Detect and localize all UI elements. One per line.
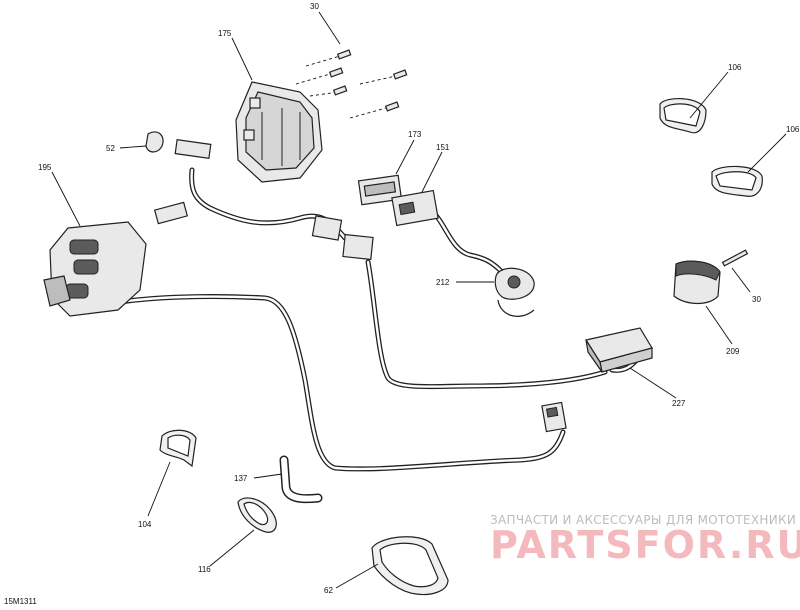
harness-connectors xyxy=(311,215,374,261)
callout-209: 209 xyxy=(726,347,740,356)
callout-104: 104 xyxy=(138,520,152,529)
part-173-connector xyxy=(357,174,403,206)
callout-227: 227 xyxy=(672,399,686,408)
part-137-tube xyxy=(279,455,323,504)
callout-151: 151 xyxy=(436,143,450,152)
watermark-tagline: ЗАПЧАСТИ И АКСЕССУАРЫ ДЛЯ МОТОТЕХНИКИ xyxy=(490,513,796,527)
drawing-code: 15M1311 xyxy=(4,597,37,606)
part-209-block xyxy=(673,260,721,305)
watermark: ЗАПЧАСТИ И АКСЕССУАРЫ ДЛЯ МОТОТЕХНИКИ PA… xyxy=(490,513,800,567)
part-212-socket xyxy=(494,267,535,317)
callout-106-top: 106 xyxy=(728,63,742,72)
connector-upper-left xyxy=(153,139,212,225)
callout-30-right: 30 xyxy=(752,295,761,304)
screws-30 xyxy=(295,49,408,119)
callout-106-bottom: 106 xyxy=(786,125,800,134)
part-104-bracket xyxy=(159,429,197,468)
screw-30-right xyxy=(721,249,749,267)
part-106-guard-top xyxy=(659,98,707,134)
part-175-housing xyxy=(235,81,323,183)
callout-173: 173 xyxy=(408,130,422,139)
part-195-switch xyxy=(43,221,147,317)
part-227-module xyxy=(585,327,653,373)
callout-116: 116 xyxy=(198,565,211,574)
part-52-clip xyxy=(145,131,164,153)
watermark-brand: PARTSFOR.RU xyxy=(490,523,800,567)
callout-175: 175 xyxy=(218,29,232,38)
callout-30-top: 30 xyxy=(310,2,319,11)
callout-137: 137 xyxy=(234,474,248,483)
part-106-guard-bottom xyxy=(711,165,763,197)
part-62-frame xyxy=(371,536,449,596)
callout-labels: 30 175 106 106 52 173 151 195 212 30 209… xyxy=(38,2,800,595)
part-116-ring xyxy=(237,497,277,533)
connector-lower-right xyxy=(541,401,567,433)
leader-lines xyxy=(51,11,787,589)
part-151-connector xyxy=(391,189,439,227)
callout-195: 195 xyxy=(38,163,52,172)
callout-212: 212 xyxy=(436,278,450,287)
wire-harness xyxy=(117,167,643,472)
callout-62: 62 xyxy=(324,586,333,595)
callout-52: 52 xyxy=(106,144,115,153)
